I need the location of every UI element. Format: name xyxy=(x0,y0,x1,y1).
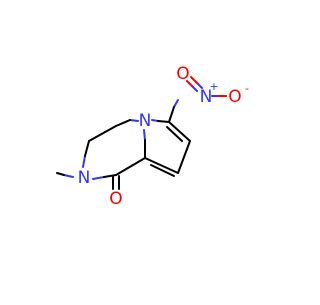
bond-nnitro-o-top2-o xyxy=(186,80,193,87)
atom-n-nitro: N xyxy=(200,87,213,107)
bond-n2-c3-c xyxy=(84,140,90,157)
atom-n-ring: N xyxy=(139,111,152,131)
charge-o-nitro-right: - xyxy=(245,82,249,95)
atom-o-carbonyl: O xyxy=(109,189,122,209)
bond-n2-c1-n xyxy=(92,176,105,180)
bond-n2-c1-c xyxy=(103,174,117,178)
atom-n-methyl: N xyxy=(78,168,91,188)
bond-nnitro-o-top-o xyxy=(190,76,198,84)
bond-n4-c8a-n xyxy=(143,129,146,141)
bond-c8a-c8-inner xyxy=(150,164,175,177)
bond-c8a-c8 xyxy=(144,157,179,174)
charge-n-nitro: + xyxy=(209,80,218,93)
bond-nnitro-o-top2-n xyxy=(191,85,198,92)
bond-c8a-c1 xyxy=(115,157,146,176)
bond-c6-nnitro-c xyxy=(168,106,175,123)
bond-n2-methyl-n xyxy=(63,174,74,178)
bond-n4-c6-n xyxy=(151,119,159,122)
bond-n2-c3-n xyxy=(82,155,86,168)
atom-o-nitro-top: O xyxy=(176,64,189,84)
bond-c6-nnitro-n xyxy=(173,99,179,108)
bond-c8-c7 xyxy=(177,140,191,174)
bond-c7-c6 xyxy=(168,121,191,142)
molecule-structure: N N N + O O - O xyxy=(56,64,249,209)
bond-ch2-ch2 xyxy=(88,125,117,142)
bond-n4-c6-c xyxy=(157,120,170,123)
atom-o-nitro-right: O xyxy=(228,87,241,107)
bond-n4-c5-n xyxy=(129,119,139,122)
molecule-canvas: N N N + O O - O xyxy=(56,64,249,209)
bond-c7-c6-inner xyxy=(166,126,183,142)
bond-n4-c5-c xyxy=(115,119,131,127)
bond-n2-methyl-c xyxy=(56,172,65,176)
bond-nnitro-o-top-n xyxy=(196,82,203,89)
